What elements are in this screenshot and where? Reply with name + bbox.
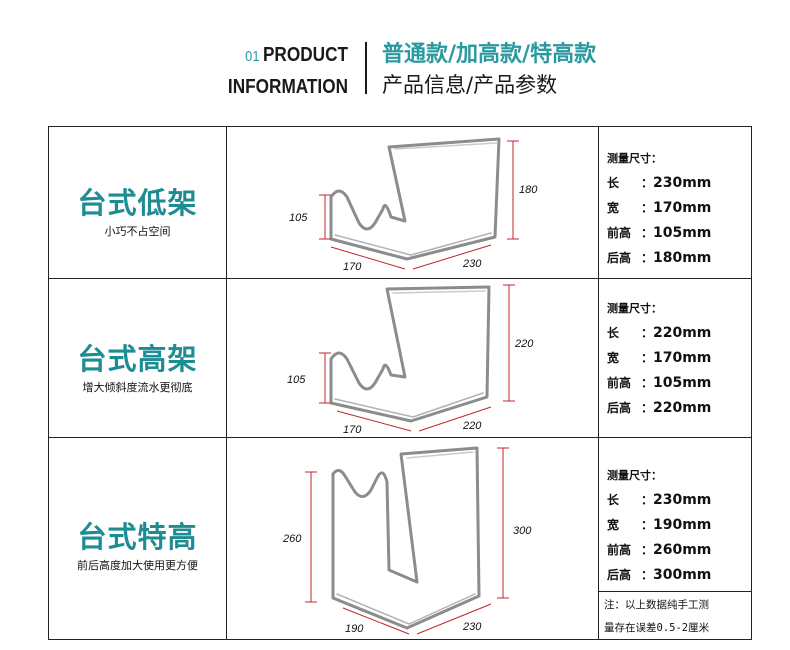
row-2-specs: 测量尺寸： 长：220mm 宽：170mm 前高：105mm 后高：220mm [599, 297, 751, 421]
row-3-name-cell: 台式特高 前后高度加大使用更方便 [49, 519, 226, 573]
dimension-front-height: 105 [289, 212, 308, 224]
note-line-2: 量存在误差0.5-2厘米 [604, 622, 710, 634]
column-divider [598, 127, 599, 639]
dimension-back-height: 220 [514, 338, 534, 350]
product-table: 台式低架 小巧不占空间 105 180 170 230 测量尺寸： [48, 126, 752, 640]
spec-back-height: 后高：300mm [607, 567, 712, 583]
dimension-lines [319, 140, 519, 270]
spec-width: 宽：170mm [607, 200, 712, 216]
spec-length: 长：230mm [607, 492, 712, 508]
dimension-width: 230 [462, 258, 482, 270]
product-name: 台式高架 [77, 342, 198, 376]
dimension-front-height: 105 [287, 374, 306, 386]
header-divider [365, 42, 367, 94]
dimension-width: 220 [462, 420, 482, 432]
row-divider [49, 278, 751, 279]
product-tagline: 小巧不占空间 [104, 225, 171, 238]
dimension-depth: 170 [343, 261, 362, 273]
header-chinese-title: 普通款/加高款/特高款 产品信息/产品参数 [382, 40, 596, 100]
rack-diagram-extra-high: 260 300 190 230 [282, 446, 532, 635]
dimension-depth: 190 [345, 623, 364, 635]
dimension-lines [305, 447, 509, 635]
row-1-product-image: 105 180 170 230 [227, 127, 598, 278]
wire-rack-image [331, 446, 481, 630]
spec-length: 长：220mm [607, 325, 712, 341]
header-models: 普通款/加高款/特高款 [382, 42, 597, 67]
row-1-specs: 测量尺寸： 长：230mm 宽：170mm 前高：105mm 后高：180mm [599, 147, 751, 271]
row-2-product-image: 105 220 170 220 [227, 279, 598, 437]
product-tagline: 前后高度加大使用更方便 [77, 559, 198, 572]
dimension-depth: 170 [343, 424, 362, 436]
product-name: 台式特高 [77, 520, 198, 554]
spec-front-height: 前高：105mm [607, 375, 712, 391]
column-divider [226, 127, 227, 639]
product-name: 台式低架 [77, 186, 198, 220]
product-tagline: 增大倾斜度流水更彻底 [82, 381, 193, 394]
spec-back-height: 后高：180mm [607, 250, 712, 266]
dimension-lines [319, 284, 515, 432]
header-subtitle: 产品信息/产品参数 [382, 73, 558, 97]
row-3-product-image: 260 300 190 230 [227, 438, 598, 640]
rack-diagram-low: 105 180 170 230 [289, 137, 538, 273]
dimension-front-height: 260 [282, 533, 302, 545]
spec-front-height: 前高：105mm [607, 225, 712, 241]
row-3-specs: 测量尺寸： 长：230mm 宽：190mm 前高：260mm 后高：300mm [599, 464, 751, 588]
dimension-back-height: 180 [519, 184, 538, 196]
note-line-1: 注：以上数据纯手工测 [604, 599, 709, 611]
spec-width: 宽：190mm [607, 517, 712, 533]
header-title-line2: INFORMATION [227, 76, 348, 98]
spec-length: 长：230mm [607, 175, 712, 191]
spec-heading: 测量尺寸： [607, 152, 662, 165]
section-number: 01 [245, 48, 260, 65]
spec-back-height: 后高：220mm [607, 400, 712, 416]
row-1-name-cell: 台式低架 小巧不占空间 [49, 185, 226, 239]
wire-rack-image [329, 137, 501, 261]
spec-heading: 测量尺寸： [607, 469, 662, 482]
spec-front-height: 前高：260mm [607, 542, 712, 558]
rack-diagram-high: 105 220 170 220 [287, 284, 534, 436]
measurement-note: 注：以上数据纯手工测 量存在误差0.5-2厘米 [599, 591, 752, 641]
row-divider [49, 437, 751, 438]
spec-width: 宽：170mm [607, 350, 712, 366]
dimension-back-height: 300 [513, 525, 532, 537]
wire-rack-image [329, 285, 491, 423]
spec-heading: 测量尺寸： [607, 302, 662, 315]
dimension-width: 230 [462, 621, 482, 633]
row-2-name-cell: 台式高架 增大倾斜度流水更彻底 [49, 341, 226, 395]
